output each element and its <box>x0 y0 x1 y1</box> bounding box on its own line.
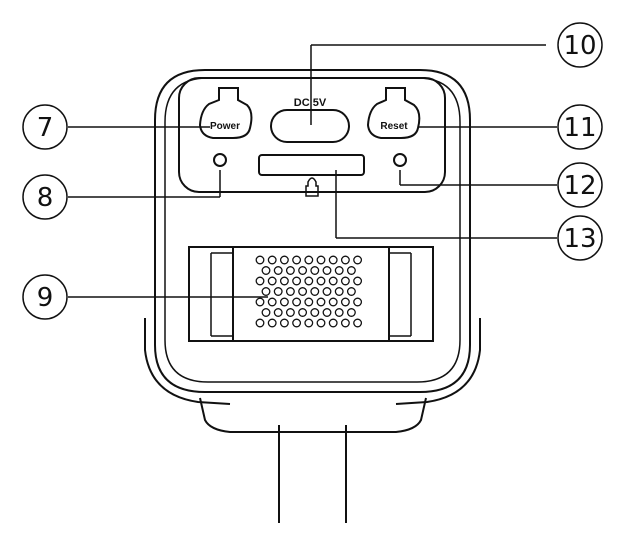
speaker-hole <box>311 267 319 275</box>
speaker-hole <box>281 277 289 285</box>
speaker-hole <box>281 319 289 327</box>
speaker-hole <box>329 319 337 327</box>
speaker-hole <box>348 288 356 296</box>
speaker-hole <box>354 319 362 327</box>
speaker-hole <box>262 309 270 317</box>
speaker <box>189 247 433 341</box>
speaker-hole <box>274 288 282 296</box>
speaker-hole <box>311 288 319 296</box>
speaker-hole <box>305 256 313 264</box>
speaker-hole <box>305 298 313 306</box>
speaker-hole <box>329 298 337 306</box>
speaker-hole <box>342 277 350 285</box>
speaker-hole <box>274 267 282 275</box>
speaker-hole <box>317 319 325 327</box>
speaker-hole <box>329 277 337 285</box>
reset-button[interactable]: Reset <box>368 88 419 138</box>
speaker-hole <box>299 309 307 317</box>
callout-10-number: 10 <box>563 31 596 61</box>
speaker-hole <box>293 277 301 285</box>
speaker-grille <box>256 256 361 327</box>
speaker-hole <box>268 256 276 264</box>
speaker-hole <box>256 277 264 285</box>
speaker-hole <box>256 298 264 306</box>
speaker-hole <box>293 319 301 327</box>
speaker-hole <box>311 309 319 317</box>
speaker-hole <box>268 319 276 327</box>
speaker-hole <box>342 256 350 264</box>
speaker-hole <box>317 298 325 306</box>
speaker-hole <box>287 267 295 275</box>
speaker-hole <box>299 288 307 296</box>
cable <box>279 425 346 523</box>
speaker-hole <box>268 298 276 306</box>
callout-11: 11 <box>558 105 602 149</box>
callout-12: 12 <box>558 163 602 207</box>
speaker-hole <box>317 256 325 264</box>
led-right <box>394 154 406 166</box>
speaker-hole <box>262 288 270 296</box>
speaker-hole <box>281 256 289 264</box>
speaker-hole <box>329 256 337 264</box>
speaker-hole <box>323 267 331 275</box>
speaker-hole <box>287 288 295 296</box>
dc-port[interactable]: DC 5V <box>271 97 349 142</box>
callout-8: 8 <box>23 175 67 219</box>
callout-8-number: 8 <box>37 183 54 213</box>
speaker-hole <box>342 298 350 306</box>
speaker-hole <box>274 309 282 317</box>
speaker-hole <box>323 309 331 317</box>
sd-card-slot[interactable] <box>259 155 364 175</box>
speaker-hole <box>335 309 343 317</box>
callout-13: 13 <box>558 216 602 260</box>
speaker-hole <box>256 256 264 264</box>
speaker-hole <box>305 277 313 285</box>
speaker-hole <box>348 309 356 317</box>
speaker-hole <box>256 319 264 327</box>
reset-button-label: Reset <box>380 121 408 132</box>
speaker-hole <box>323 288 331 296</box>
cable-collar <box>200 398 426 432</box>
callout-7: 7 <box>23 105 67 149</box>
speaker-hole <box>305 319 313 327</box>
callout-11-number: 11 <box>563 113 596 143</box>
callout-13-number: 13 <box>563 224 596 254</box>
speaker-hole <box>293 298 301 306</box>
power-button-label: Power <box>210 121 240 132</box>
led-left <box>214 154 226 166</box>
speaker-hole <box>287 309 295 317</box>
callout-7-number: 7 <box>37 113 54 143</box>
speaker-hole <box>342 319 350 327</box>
speaker-hole <box>317 277 325 285</box>
speaker-hole <box>335 267 343 275</box>
callout-9: 9 <box>23 275 67 319</box>
callout-9-number: 9 <box>37 283 54 313</box>
speaker-hole <box>354 298 362 306</box>
speaker-hole <box>262 267 270 275</box>
speaker-hole <box>354 256 362 264</box>
power-button[interactable]: Power <box>200 88 251 138</box>
lock-icon <box>306 178 318 196</box>
speaker-hole <box>335 288 343 296</box>
speaker-hole <box>268 277 276 285</box>
callout-10: 10 <box>558 23 602 67</box>
callout-12-number: 12 <box>563 171 596 201</box>
speaker-hole <box>293 256 301 264</box>
speaker-hole <box>281 298 289 306</box>
speaker-hole <box>348 267 356 275</box>
device-body <box>155 70 470 392</box>
speaker-hole <box>354 277 362 285</box>
speaker-hole <box>299 267 307 275</box>
